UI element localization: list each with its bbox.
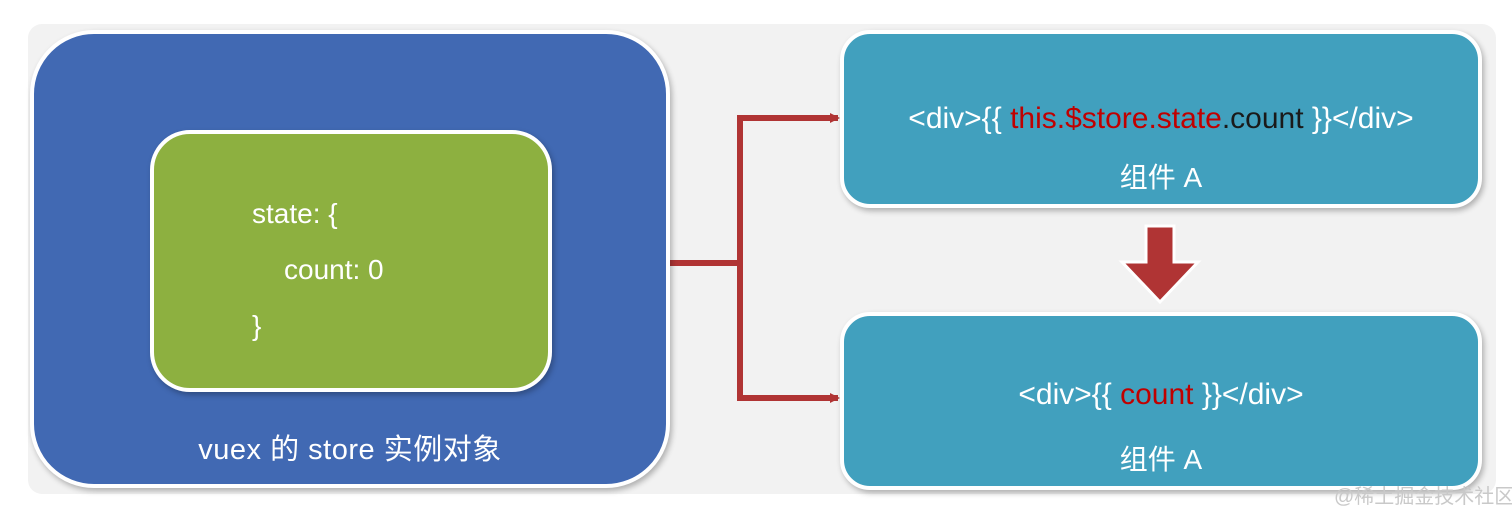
state-box: state: { count: 0 } — [150, 130, 552, 392]
code-close-tag: }}</div> — [1303, 102, 1414, 135]
code-open-tag: <div>{{ — [908, 102, 1011, 135]
code-count-var: count — [1120, 378, 1194, 411]
state-line-open: state: { — [252, 198, 338, 229]
component-bottom-name: 组件 A — [1119, 444, 1203, 475]
state-line-count: count: 0 — [284, 254, 384, 285]
component-top-code: <div>{{ this.$store.state.count }}</div> — [844, 102, 1478, 136]
code-count-prop: .count — [1221, 102, 1304, 135]
component-box-bottom: <div>{{ count }}</div> 组件 A — [840, 312, 1482, 490]
component-box-top: <div>{{ this.$store.state.count }}</div>… — [840, 30, 1482, 208]
watermark: @稀土掘金技术社区 — [1334, 486, 1512, 508]
store-label: vuex 的 store 实例对象 — [198, 434, 502, 466]
code-store-path: this.$store.state — [1010, 102, 1222, 135]
code-close-tag: }}</div> — [1193, 378, 1304, 411]
down-arrow-icon — [1118, 224, 1202, 305]
component-bottom-code: <div>{{ count }}</div> — [844, 378, 1478, 412]
component-top-name: 组件 A — [1119, 162, 1203, 193]
code-open-tag: <div>{{ — [1018, 378, 1121, 411]
state-line-close: } — [252, 310, 262, 341]
